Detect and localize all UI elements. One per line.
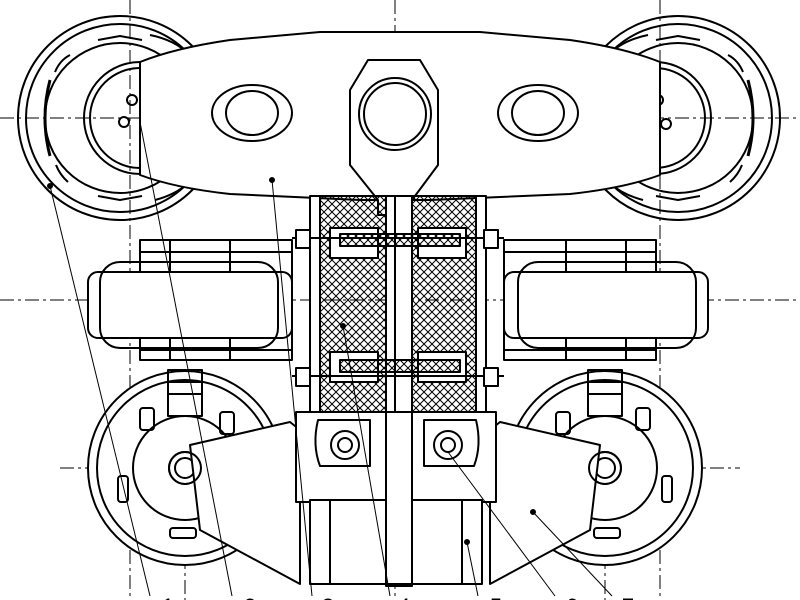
callout-5: 5 <box>490 594 502 600</box>
lower-center-block <box>295 411 497 585</box>
right-middle-roller <box>503 239 709 361</box>
center-body <box>292 195 504 587</box>
callout-3: 3 <box>322 594 334 600</box>
callout-2: 2 <box>244 594 256 600</box>
leader-lines <box>47 121 613 597</box>
callout-labels: 1 2 3 4 5 6 7 <box>162 594 634 600</box>
right-bracket <box>489 421 622 585</box>
callout-4: 4 <box>398 594 410 600</box>
callout-6: 6 <box>566 594 578 600</box>
left-middle-roller <box>87 239 293 361</box>
callout-7: 7 <box>622 594 634 600</box>
callout-1: 1 <box>162 594 174 600</box>
left-bracket <box>168 421 301 585</box>
